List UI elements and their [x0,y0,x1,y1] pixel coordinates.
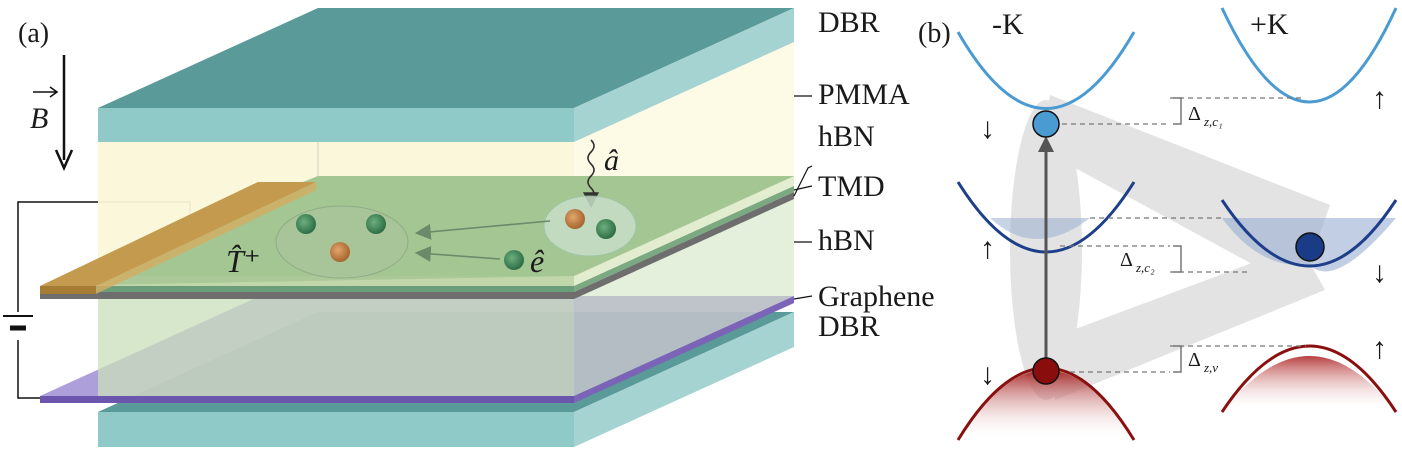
label-dbr-bottom: DBR [818,310,880,343]
hbn-bottom-volume [98,296,574,396]
label-hbn-top: hBN [818,120,875,153]
band-valence-plus-k [1220,344,1398,413]
splitting-brackets [1173,97,1182,373]
excited-electron [1032,110,1060,138]
spin-up-lower-minus-k: ↑ [980,232,995,265]
valence-hole [1032,357,1060,385]
trion-hole [330,242,350,262]
exciton-hole [565,209,585,229]
delta-v: Δ z,v [1188,349,1218,375]
field-symbol: B [30,102,48,135]
arrow-exciton-to-trion [414,220,551,240]
electron-operator: ê [530,243,545,279]
label-dbr-top: DBR [818,6,880,39]
gold-electrode [40,182,316,294]
svg-text:Δ: Δ [1120,249,1133,271]
photon-operator: â [604,144,619,177]
photon-emission: â [583,139,619,209]
magnetic-field-arrow: B [30,55,74,172]
field-vector-arrow-icon [33,86,59,98]
resident-electron [1295,232,1325,262]
spin-down-lower-plus-k: ↓ [1372,256,1387,289]
label-pmma: PMMA [818,78,910,111]
band-upper-conduction-minus-k [956,31,1136,110]
spin-down-valence-minus-k: ↓ [980,358,995,391]
panel-b: (b) -K +K [918,7,1398,441]
dbr-top [98,8,794,142]
panel-a-label: (a) [18,18,49,49]
band-upper-conduction-plus-k [1220,7,1398,104]
svg-text:Δ: Δ [1188,103,1201,125]
trion-electron-2 [366,214,386,234]
valley-minus-k-label: -K [992,8,1024,41]
band-lower-conduction-plus-k [1220,199,1398,268]
battery-icon [3,315,33,331]
label-leaders [793,95,813,300]
valence-fill-plus-k [1222,356,1396,412]
trion-operator: T̂⁺ [226,243,261,279]
trion-electron-1 [296,214,316,234]
svg-text:z,v: z,v [1203,360,1218,375]
delta-c2: Δ z,c₂ [1120,249,1155,275]
energy-reference-lines [1060,97,1306,373]
delta-c1: Δ z,c₁ [1188,103,1223,129]
svg-text:z,c₂: z,c₂ [1135,260,1155,275]
exciton-electron [596,219,616,239]
trion: T̂⁺ [226,205,409,279]
spin-down-upper-minus-k: ↓ [980,112,995,145]
valley-plus-k-label: +K [1250,8,1289,41]
label-hbn-bottom: hBN [818,224,875,257]
svg-text:z,c₁: z,c₁ [1203,114,1223,129]
spin-up-upper-plus-k: ↑ [1372,82,1387,115]
transition-arrowhead-icon [1038,136,1054,152]
label-tmd: TMD [818,170,885,203]
exciton [543,195,637,257]
arrow-electron-to-trion [414,245,501,262]
svg-text:Δ: Δ [1188,349,1201,371]
fermi-sea-minus-k [990,218,1090,239]
panel-a: (a) B [3,6,935,447]
panel-b-label: (b) [918,18,951,49]
spin-up-valence-plus-k: ↑ [1372,332,1387,365]
label-graphene: Graphene [818,280,935,313]
free-electron: ê [504,243,545,279]
